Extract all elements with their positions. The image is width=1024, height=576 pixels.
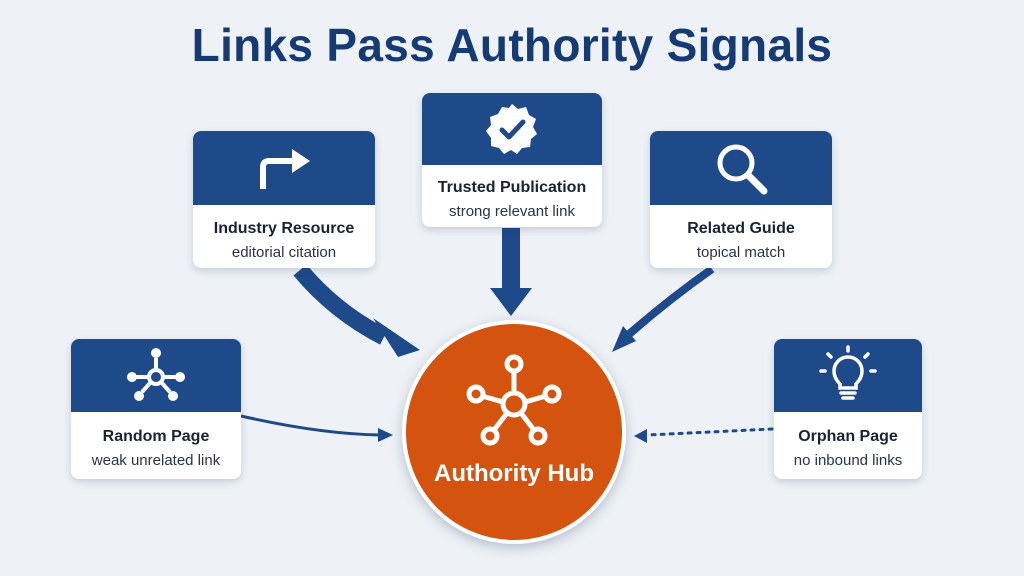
node-title: Random Page xyxy=(102,428,210,445)
node-title: Orphan Page xyxy=(798,428,898,445)
authority-hub-node[interactable]: Authority Hub xyxy=(402,320,626,544)
node-subtitle: topical match xyxy=(696,244,786,261)
node-title: Trusted Publication xyxy=(437,179,587,196)
network-hub-icon xyxy=(466,354,562,446)
lightbulb-icon xyxy=(819,344,877,400)
arrowhead-industry xyxy=(373,318,420,357)
arrow-orphan-to-hub xyxy=(646,427,774,437)
arrow-trusted-to-hub xyxy=(502,228,520,290)
network-hub-icon xyxy=(127,347,185,401)
node-subtitle: strong relevant link xyxy=(449,203,575,220)
node-card-related-guide[interactable]: Related Guide topical match xyxy=(650,131,832,268)
hub-label: Authority Hub xyxy=(434,460,594,487)
node-card-header xyxy=(422,93,602,165)
node-card-header xyxy=(774,339,922,412)
arrowhead-related xyxy=(612,326,636,352)
node-card-header xyxy=(650,131,832,205)
node-subtitle: no inbound links xyxy=(793,452,903,469)
arrowhead-orphan xyxy=(634,429,647,443)
arrowhead-random xyxy=(378,428,393,442)
node-subtitle: editorial citation xyxy=(231,244,337,261)
node-card-orphan-page[interactable]: Orphan Page no inbound links xyxy=(774,339,922,479)
node-card-header xyxy=(71,339,241,412)
arrowhead-trusted xyxy=(490,288,532,316)
node-title: Industry Resource xyxy=(213,220,355,237)
node-card-trusted-publication[interactable]: Trusted Publication strong relevant link xyxy=(422,93,602,227)
diagram-title: Links Pass Authority Signals xyxy=(191,19,833,71)
node-card-random-page[interactable]: Random Page weak unrelated link xyxy=(71,339,241,479)
arrow-industry-to-hub xyxy=(293,264,388,345)
node-card-industry-resource[interactable]: Industry Resource editorial citation xyxy=(193,131,375,268)
node-subtitle: weak unrelated link xyxy=(91,452,221,469)
node-title: Related Guide xyxy=(687,220,795,237)
verified-badge-icon xyxy=(486,104,537,154)
arrow-random-to-hub xyxy=(240,414,381,437)
node-card-header xyxy=(193,131,375,205)
magnifier-icon xyxy=(717,144,768,195)
arrow-turn-right-icon xyxy=(260,149,310,189)
arrow-related-to-hub xyxy=(624,265,715,340)
